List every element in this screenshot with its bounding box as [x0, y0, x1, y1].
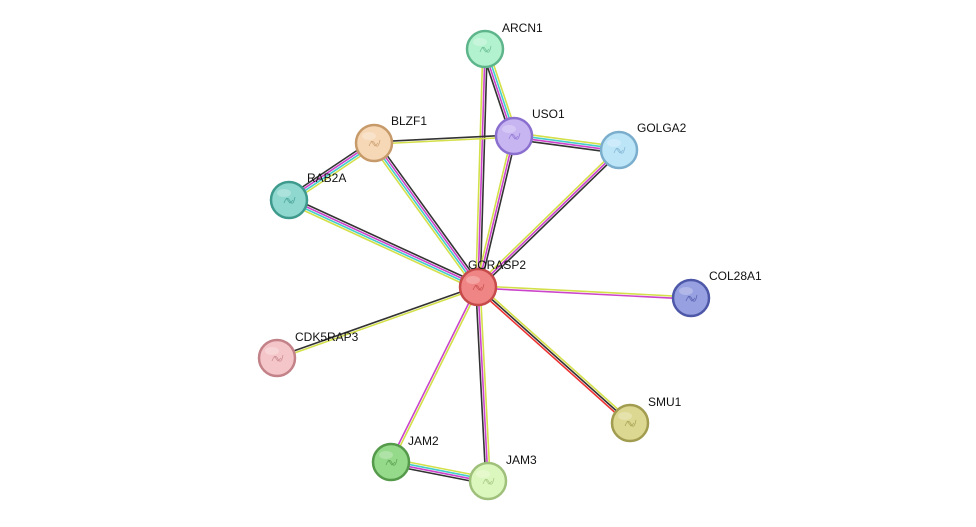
- node-highlight: [607, 139, 621, 147]
- edge-line: [389, 286, 478, 462]
- edge-line: [479, 286, 491, 481]
- node-highlight: [473, 38, 487, 46]
- node-label: GOLGA2: [637, 121, 687, 135]
- edge-line: [475, 288, 630, 426]
- edge-line: [287, 202, 477, 291]
- protein-structure-icon: [472, 283, 485, 291]
- edge-line: [277, 287, 479, 360]
- node-highlight: [476, 470, 490, 478]
- node-jam2[interactable]: JAM2: [371, 434, 439, 482]
- edge-line: [289, 198, 479, 287]
- edge-gorasp2-jam3: [475, 286, 491, 482]
- edge-line: [391, 287, 480, 463]
- edge-line: [372, 143, 478, 289]
- edge-line: [478, 284, 633, 422]
- node-arcn1[interactable]: ARCN1: [465, 21, 543, 69]
- protein-structure-icon: [283, 196, 296, 204]
- node-golga2[interactable]: GOLGA2: [599, 121, 687, 170]
- edge-gorasp2-golga2: [475, 147, 622, 290]
- edge-gorasp2-arcn1: [475, 48, 488, 288]
- edge-line: [477, 287, 691, 300]
- edge-line: [477, 286, 631, 424]
- edge-line: [288, 200, 478, 289]
- protein-structure-icon: [479, 45, 492, 53]
- node-label: CDK5RAP3: [295, 330, 359, 344]
- edge-line: [478, 285, 692, 298]
- edge-line: [478, 151, 622, 290]
- node-cdk5rap3[interactable]: CDK5RAP3: [257, 330, 359, 378]
- edge-gorasp2-blzf1: [370, 140, 482, 290]
- protein-structure-icon: [685, 294, 698, 302]
- node-highlight: [679, 287, 693, 295]
- protein-structure-icon: [613, 146, 626, 154]
- node-jam3[interactable]: JAM3: [468, 453, 537, 501]
- edge-line: [477, 135, 515, 288]
- node-label: GORASP2: [468, 258, 526, 272]
- edge-gorasp2-col28a1: [477, 285, 692, 300]
- edge-line: [276, 285, 478, 358]
- edge-line: [374, 141, 480, 287]
- edge-line: [477, 48, 486, 288]
- node-highlight: [265, 347, 279, 355]
- edge-line: [477, 286, 489, 482]
- protein-structure-icon: [508, 132, 521, 140]
- edge-line: [477, 149, 620, 288]
- edge-line: [475, 287, 487, 482]
- node-label: ARCN1: [502, 21, 543, 35]
- node-smu1[interactable]: SMU1: [610, 395, 682, 443]
- protein-structure-icon: [368, 139, 381, 147]
- node-highlight: [277, 189, 291, 197]
- protein-structure-icon: [385, 458, 398, 466]
- protein-structure-icon: [624, 419, 637, 427]
- node-label: RAB2A: [307, 171, 346, 185]
- edge-line: [374, 136, 515, 145]
- node-label: SMU1: [648, 395, 682, 409]
- edge-gorasp2-smu1: [475, 284, 633, 426]
- edge-line: [370, 144, 476, 290]
- edge-gorasp2-jam2: [389, 286, 480, 463]
- protein-structure-icon: [482, 477, 495, 485]
- node-highlight: [618, 412, 632, 420]
- edge-gorasp2-uso1: [475, 135, 517, 288]
- protein-structure-icon: [271, 354, 284, 362]
- node-label: COL28A1: [709, 269, 762, 283]
- node-highlight: [362, 132, 376, 140]
- edge-line: [290, 196, 480, 285]
- edge-line: [479, 136, 517, 288]
- edge-line: [373, 134, 514, 143]
- edge-line: [376, 140, 482, 286]
- node-label: JAM3: [506, 453, 537, 467]
- edge-line: [475, 48, 484, 287]
- node-label: JAM2: [408, 434, 439, 448]
- edge-gorasp2-rab2a: [287, 196, 480, 291]
- node-highlight: [379, 451, 393, 459]
- edge-line: [479, 49, 488, 288]
- node-highlight: [466, 276, 480, 284]
- edge-line: [475, 135, 513, 287]
- node-blzf1[interactable]: BLZF1: [354, 114, 427, 163]
- edge-gorasp2-cdk5rap3: [276, 285, 479, 360]
- edge-uso1-blzf1: [373, 134, 515, 145]
- node-label: BLZF1: [391, 114, 427, 128]
- node-label: USO1: [532, 107, 565, 121]
- node-highlight: [502, 125, 516, 133]
- node-uso1[interactable]: USO1: [494, 107, 565, 156]
- edges-layer: [276, 47, 692, 486]
- edge-line: [475, 147, 619, 286]
- node-col28a1[interactable]: COL28A1: [671, 269, 762, 318]
- node-rab2a[interactable]: RAB2A: [269, 171, 346, 220]
- node-gorasp2[interactable]: GORASP2: [458, 258, 526, 307]
